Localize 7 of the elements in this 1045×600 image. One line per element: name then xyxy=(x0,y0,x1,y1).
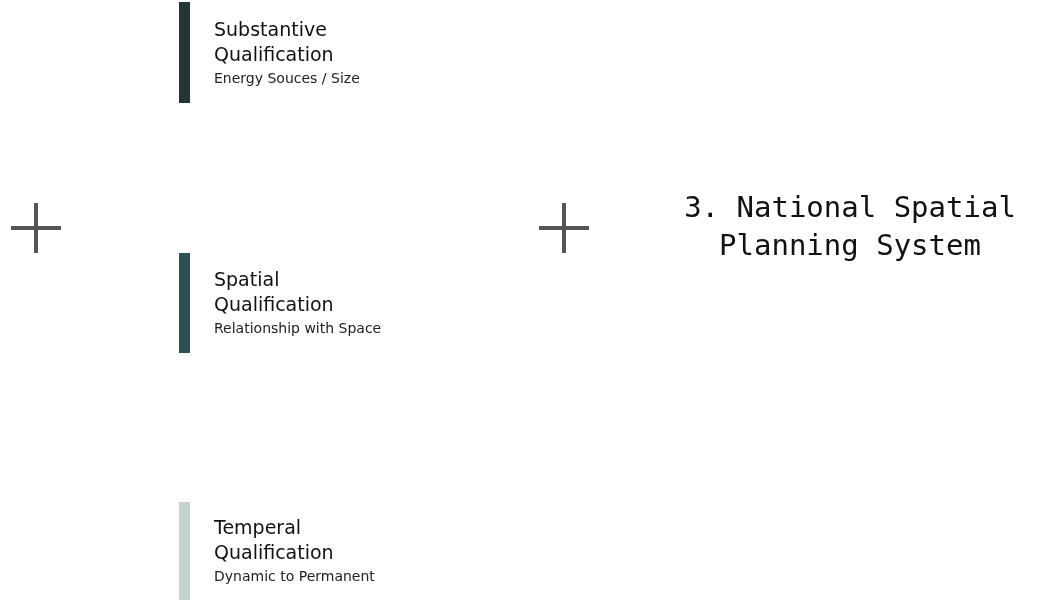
section-title: 3. National Spatial Planning System xyxy=(683,189,1017,264)
heading: Spatial Qualification xyxy=(214,267,335,317)
subtitle: Relationship with Space xyxy=(214,319,383,338)
subtitle: Dynamic to Permanent xyxy=(214,567,376,586)
heading: Temperal Qualification xyxy=(214,515,335,565)
subtitle: Energy Souces / Size xyxy=(214,68,361,88)
heading: Substantive Qualification xyxy=(214,16,335,67)
